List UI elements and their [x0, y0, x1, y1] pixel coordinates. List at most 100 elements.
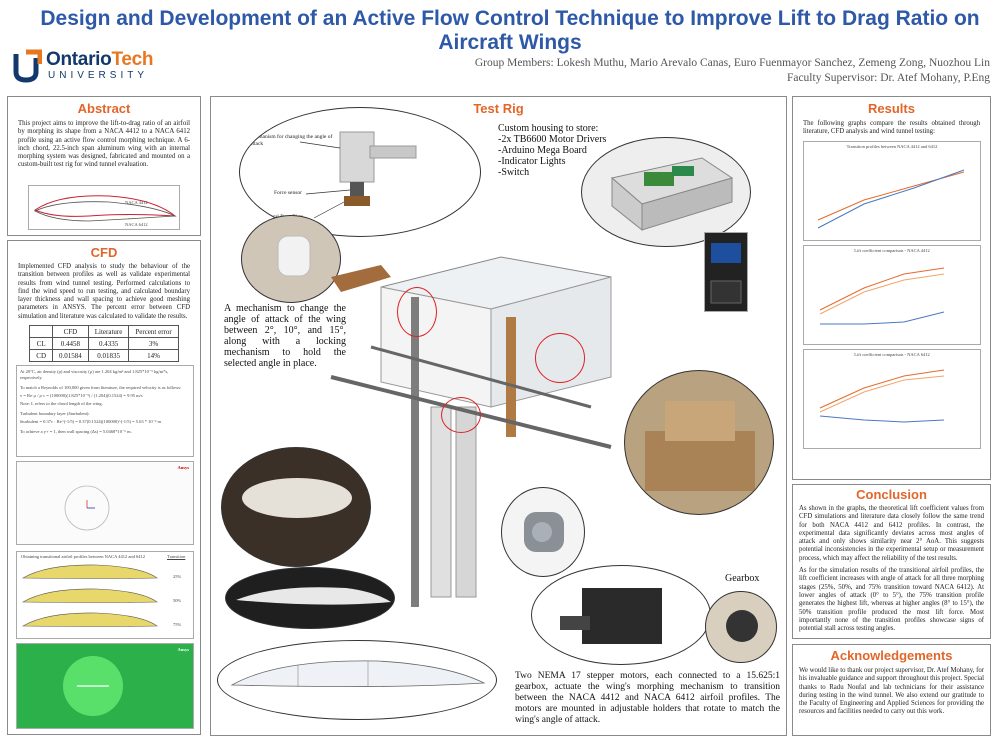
wing-cad-icon — [230, 660, 486, 687]
wing-cad-callout — [217, 640, 497, 720]
gearbox-render-icon — [560, 588, 662, 644]
housing-callout — [581, 137, 751, 247]
cfd-title: CFD — [90, 245, 118, 260]
conclusion-title: Conclusion — [856, 487, 927, 502]
conclusion-panel: Conclusion As shown in the graphs, the t… — [792, 484, 991, 639]
wind-tunnel-photo — [624, 370, 774, 515]
table-cell: CD — [29, 349, 54, 363]
ansys-logo: Ansys — [177, 465, 189, 470]
abstract-panel: Abstract This project aims to improve th… — [7, 96, 201, 236]
calc-line: At 20°C, air density (ρ) and viscosity (… — [20, 369, 169, 380]
results-chart-1: Transition profiles between NACA 4412 an… — [803, 141, 981, 241]
ansys-logo: Ansys — [177, 647, 189, 652]
table-cell: 0.4458 — [52, 337, 89, 351]
calc-line: To match a Reynolds of 100,000 given fro… — [20, 385, 182, 390]
cfd-text: Implemented CFD analysis to study the be… — [18, 263, 190, 320]
motor-render-icon — [524, 512, 564, 552]
wing-mechanism-icon — [236, 587, 391, 605]
abstract-title: Abstract — [77, 101, 131, 116]
faculty-supervisor: Faculty Supervisor: Dr. Atef Mohany, P.E… — [786, 72, 990, 84]
force-sensor-diagram-icon — [299, 131, 417, 219]
group-members: Group Members: Lokesh Muthu, Mario Areva… — [474, 57, 990, 69]
wing-interior-icon — [242, 478, 352, 518]
logo-wordmark: OntarioTech — [46, 49, 154, 71]
gearbox-highlight — [441, 397, 481, 433]
wind-tunnel-photo-icon — [645, 401, 755, 491]
logo-subtitle: UNIVERSITY — [48, 70, 149, 81]
calc-equation: δturbulent = 0.37c · Re^(-1/5) = 0.37(0.… — [20, 419, 162, 424]
test-rig-title: Test Rig — [473, 101, 524, 116]
chart-title: Lift coefficient comparison - NACA 6412 — [854, 352, 930, 357]
gearbox-label: Gearbox — [725, 573, 760, 584]
table-header-cell: CFD — [52, 325, 89, 339]
acknowledgements-title: Acknowledgements — [830, 648, 953, 663]
logo-mark-icon — [13, 49, 42, 83]
electronics-photo — [704, 232, 748, 312]
table-cell: 0.4335 — [87, 337, 130, 351]
force-sensor-label: Force sensor — [274, 190, 302, 196]
transition-profiles-figure: Obtaining transitional airfoil profiles … — [16, 551, 194, 639]
table-row: CL 0.4458 0.4335 3% — [29, 337, 179, 351]
cfd-error-table: CFD Literature Percent error CL 0.4458 0… — [29, 325, 179, 363]
transition-value: 75% — [173, 622, 182, 627]
university-logo: OntarioTech UNIVERSITY — [12, 48, 182, 88]
conclusion-paragraph-1: As shown in the graphs, the theoretical … — [799, 505, 984, 562]
logo-word-ontario: Ontario — [46, 49, 112, 70]
airfoil-outline-icon — [33, 195, 177, 222]
transition-heading: Obtaining transitional airfoil profiles … — [21, 554, 145, 559]
acknowledgements-text: We would like to thank our project super… — [799, 667, 984, 716]
table-header-cell: Literature — [87, 325, 130, 339]
results-panel: Results The following graphs compare the… — [792, 96, 991, 480]
cfd-panel: CFD Implemented CFD analysis to study th… — [7, 240, 201, 735]
conclusion-paragraph-2: As for the simulation results of the tra… — [799, 567, 984, 633]
results-chart-2: Lift coefficient comparison - NACA 4412 — [803, 245, 981, 345]
airfoil-comparison-figure: NACA 4412 NACA 6412 — [28, 185, 180, 230]
results-chart-1-plot — [817, 169, 965, 229]
gearbox-photo-icon — [726, 610, 758, 642]
authors-block: Group Members: Lokesh Muthu, Mario Areva… — [475, 56, 990, 86]
transition-column-label: Transition — [167, 554, 186, 559]
table-row: CD 0.01584 0.01835 14% — [29, 349, 179, 363]
mesh-render-icon — [63, 656, 123, 716]
wing-mechanism-photo — [225, 567, 395, 629]
results-chart-3-plot — [819, 369, 945, 423]
housing-highlight — [535, 333, 585, 383]
motor-render-callout — [501, 487, 585, 577]
electronics-housing-icon — [610, 157, 734, 232]
mechanism-label: Mechanism for changing the angle of atta… — [250, 134, 333, 147]
fig-label-6412: NACA 6412 — [125, 222, 148, 227]
table-header-row: CFD Literature Percent error — [29, 325, 179, 339]
table-header-cell: Percent error — [128, 325, 179, 339]
fig-label-4412: NACA 4412 — [125, 200, 148, 205]
logo-word-tech: Tech — [111, 49, 154, 70]
cfd-calculations-box: At 20°C, air density (ρ) and viscosity (… — [16, 365, 194, 457]
acknowledgements-panel: Acknowledgements We would like to thank … — [792, 644, 991, 736]
transition-value: 25% — [173, 574, 182, 579]
sensor-photo-icon — [277, 235, 311, 277]
poster-title: Design and Development of an Active Flow… — [40, 7, 980, 54]
gearbox-render-callout — [531, 565, 711, 665]
mesh-domain-icon — [64, 485, 110, 531]
abstract-text: This project aims to improve the lift-to… — [18, 120, 190, 169]
calc-equation: v = Re·μ / ρ·c = (100000)(1.825*10⁻⁵) / … — [20, 393, 143, 398]
calc-line: To achieve a y+ = 1, then wall spacing (… — [20, 429, 132, 434]
table-cell: 0.01584 — [52, 349, 89, 363]
calc-line: Turbulent boundary layer (δturbulent): — [20, 411, 90, 416]
transition-value: 50% — [173, 598, 182, 603]
results-chart-3: Lift coefficient comparison - NACA 6412 — [803, 349, 981, 449]
electronics-photo-icon — [710, 243, 742, 304]
results-text: The following graphs compare the results… — [803, 120, 980, 136]
results-chart-2-plot — [819, 267, 945, 325]
mesh-render-figure: Ansys — [16, 643, 194, 729]
transition-airfoils-icon — [21, 564, 158, 627]
aoa-description: A mechanism to change the angle of attac… — [224, 303, 346, 369]
mechanism-highlight — [397, 287, 437, 337]
table-cell: 14% — [128, 349, 179, 363]
test-rig-panel: Test Rig Mechanism for changing the angl… — [210, 96, 787, 736]
table-cell: CL — [29, 337, 54, 351]
sensor-photo-callout — [241, 215, 341, 303]
housing-description: Custom housing to store: -2x TB6600 Moto… — [498, 123, 607, 178]
wing-interior-photo — [221, 447, 371, 567]
results-title: Results — [868, 101, 915, 116]
mesh-domain-figure: Ansys — [16, 461, 194, 545]
